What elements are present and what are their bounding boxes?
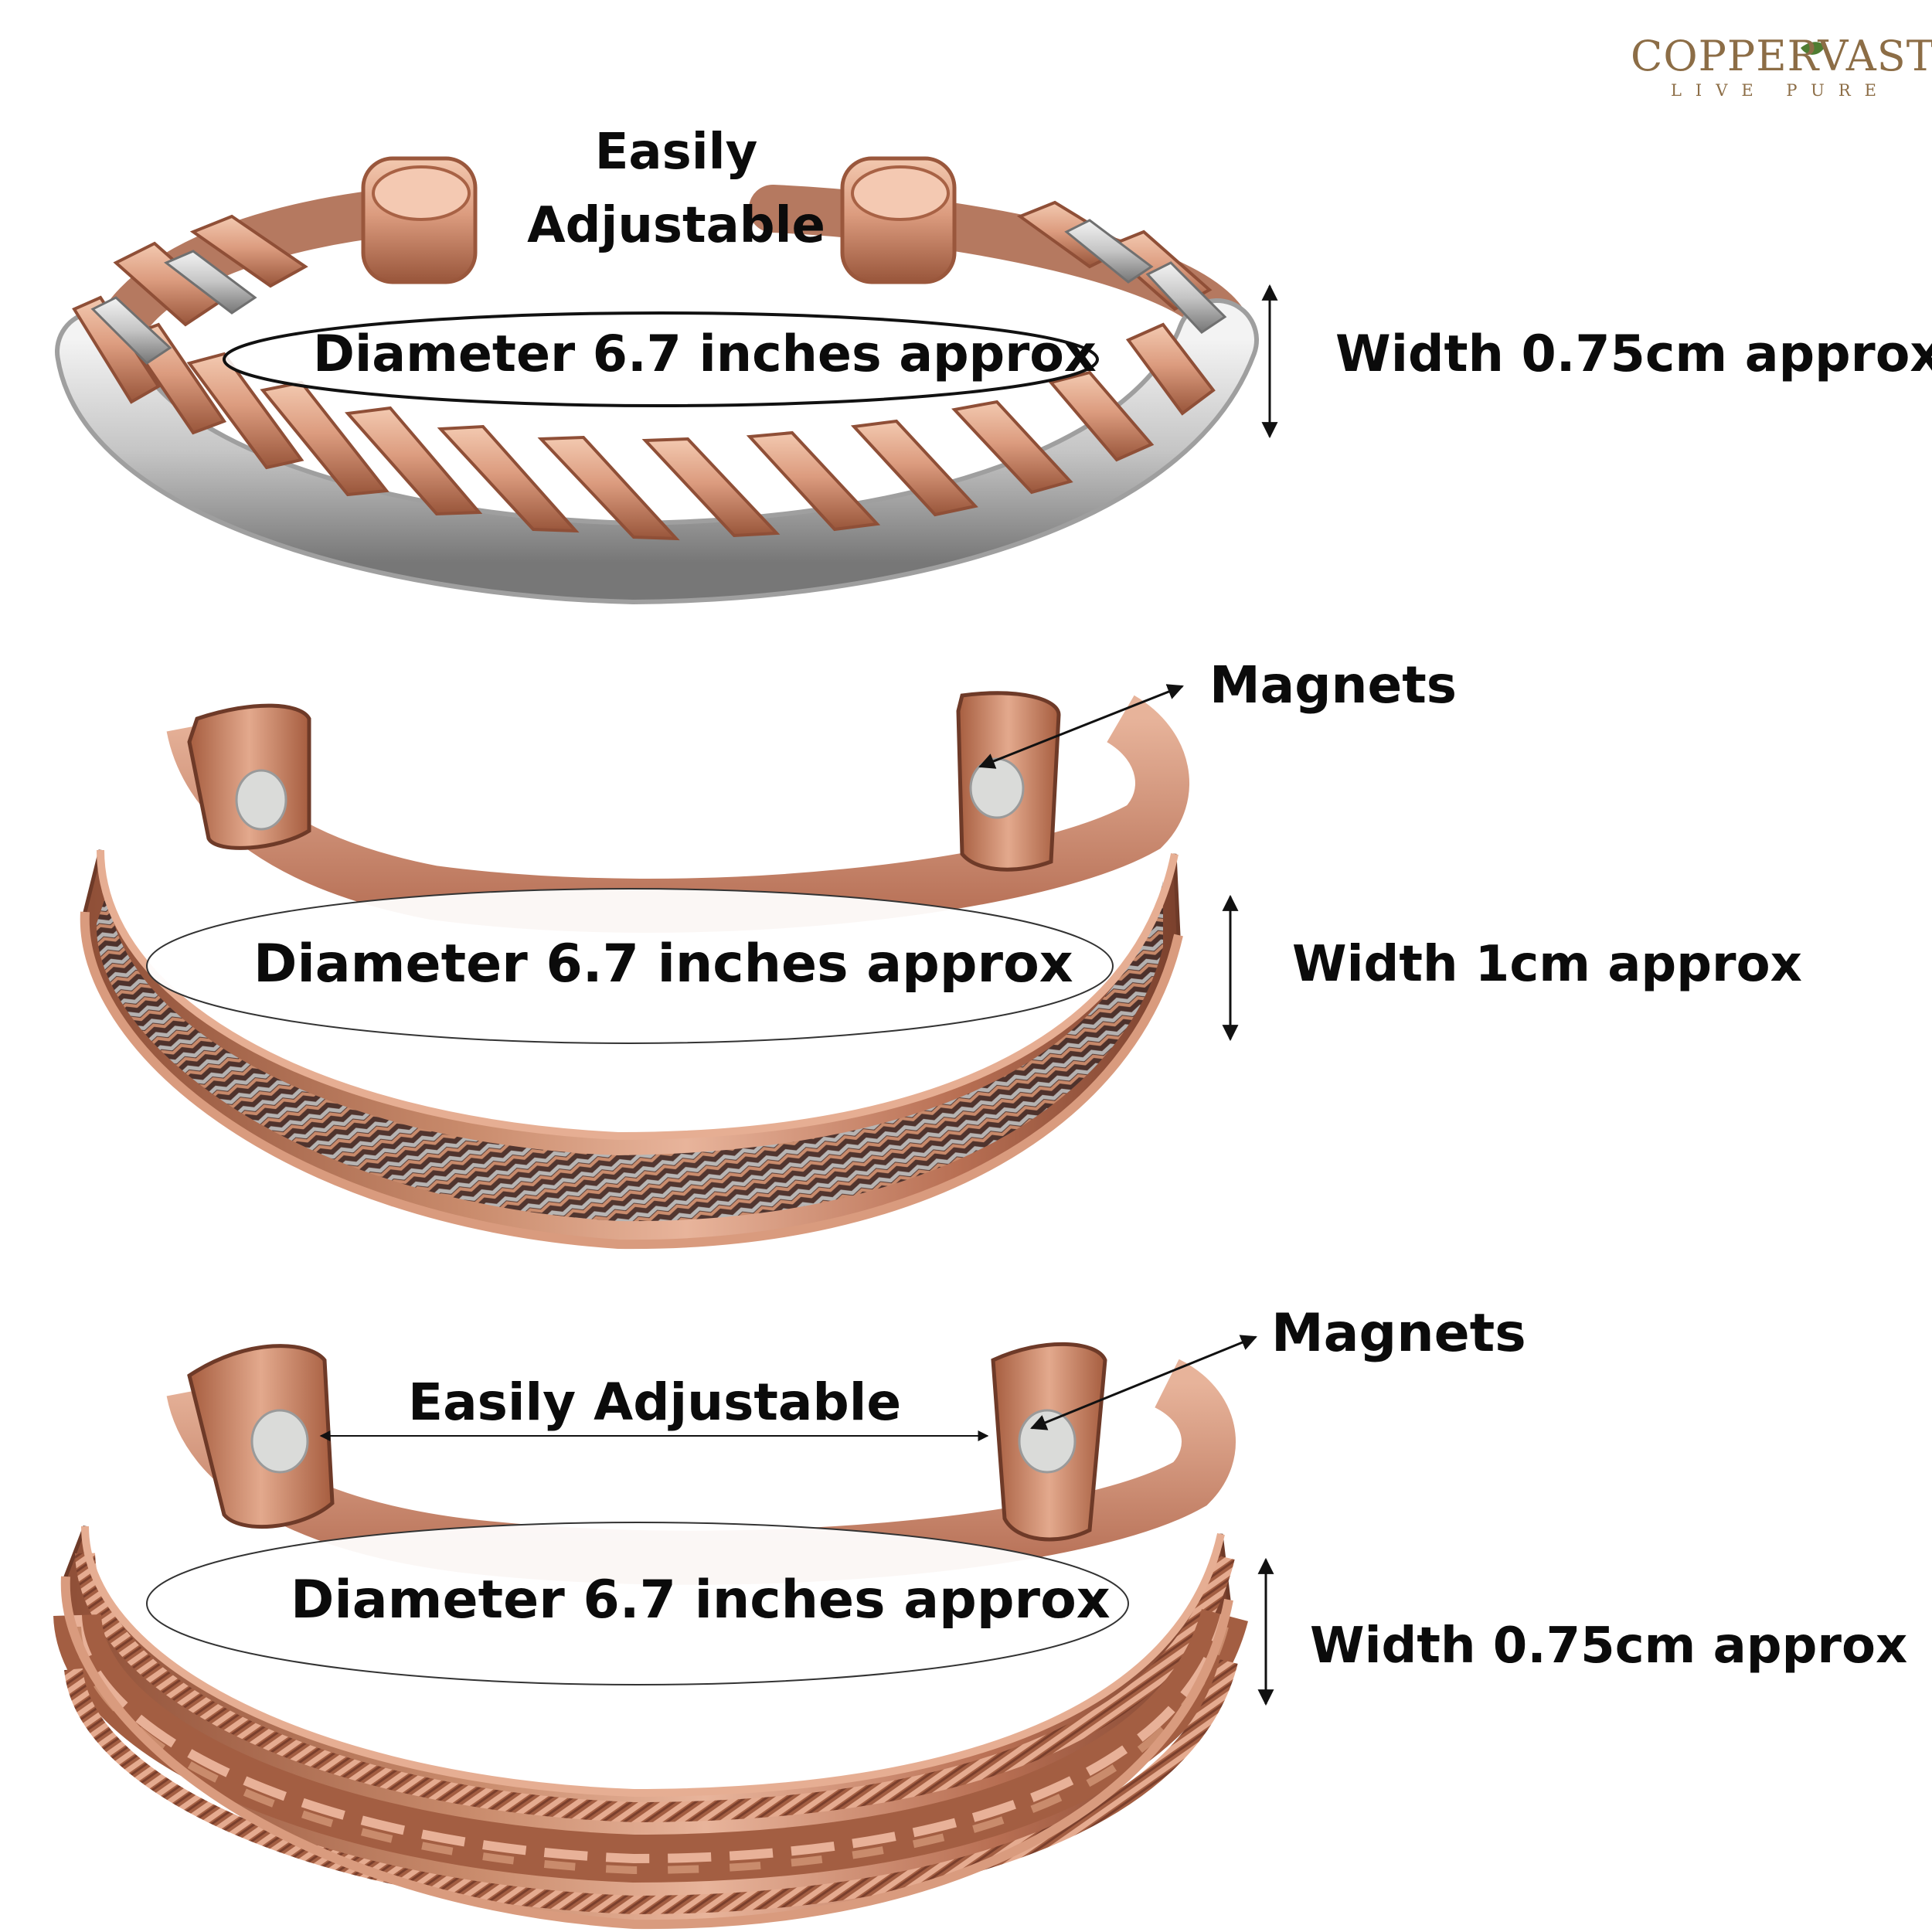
magnets-label: Magnets: [1271, 1303, 1526, 1364]
diameter-ellipse: [146, 888, 1114, 1044]
magnet-arrow: [1030, 1335, 1257, 1430]
diameter-label: Diameter 6.7 inches approx: [253, 934, 1073, 995]
bracelet-end-cap: [361, 156, 478, 284]
bracelet-end-tab: [187, 703, 311, 850]
width-label: Width 0.75cm approx: [1310, 1617, 1908, 1675]
width-label: Width 1cm approx: [1292, 936, 1802, 993]
bracelet-braided-band: [53, 1342, 1248, 1930]
magnet-icon: [969, 757, 1025, 819]
bracelet-end-tab: [187, 1344, 335, 1529]
adjustable-label: Easily Adjustable: [408, 1372, 902, 1432]
magnet-arrow: [978, 684, 1184, 769]
bracelet-twisted-rope: [55, 156, 1259, 605]
magnet-icon: [1018, 1409, 1077, 1474]
bracelet-end-tab: [956, 691, 1061, 872]
adjustable-label: Easily Adjustable: [527, 124, 825, 254]
magnet-icon: [250, 1409, 309, 1474]
brand-name: COPPERVAST: [1631, 32, 1932, 80]
diameter-ellipse: [223, 311, 1099, 407]
bracelet-end-tab: [991, 1342, 1107, 1542]
brand-logo: COPPERVAST LIVE PURE: [1631, 32, 1932, 105]
diameter-label: Diameter 6.7 inches approx: [291, 1570, 1111, 1631]
brand-tagline: LIVE PURE: [1670, 81, 1890, 100]
diameter-ellipse: [146, 1522, 1129, 1685]
magnets-label: Magnets: [1209, 655, 1458, 715]
diameter-label: Diameter 6.7 inches approx: [313, 325, 1097, 383]
leaf-icon: [1801, 42, 1825, 55]
bracelet-end-cap: [840, 156, 957, 284]
magnet-icon: [235, 769, 287, 831]
width-label: Width 0.75cm approx: [1335, 325, 1932, 383]
